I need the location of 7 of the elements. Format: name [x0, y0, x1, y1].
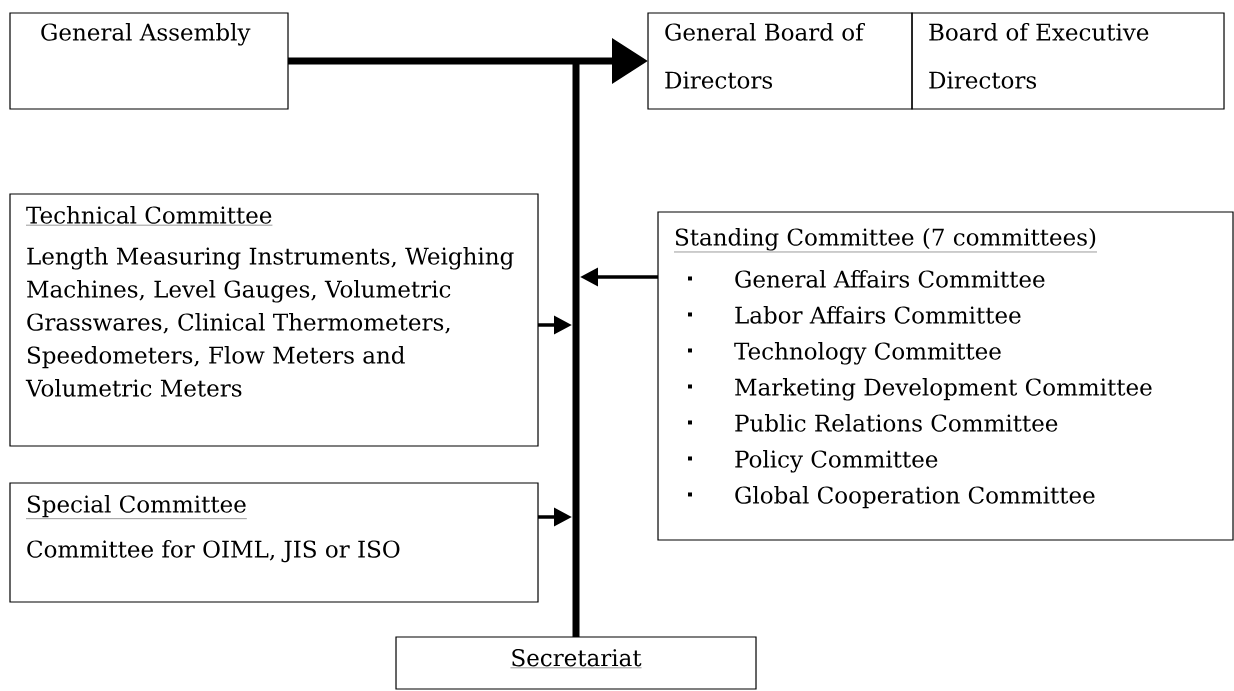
org-box: General Board of Directors [647, 12, 913, 110]
org-box: General Assembly [9, 12, 289, 110]
org-box: Special Committee Committee for OIML, JIS or ISO [9, 482, 539, 603]
org-box: Secretariat [395, 636, 757, 690]
org-box: Technical Committee Length Measuring Instruments, Weighing Machines, Level Gauges, Volumetric Grasswares, Clinical Thermometers, Speedometers, Flow Meters and Volumetric Meters [9, 193, 539, 447]
org-box: Standing Committee (7 committees) General Affairs Committee Labor Affairs Committee Technology Committee Marketing Development Committee Public Relations Committee Policy Committee Global Cooperation Committee [657, 211, 1234, 541]
org-box: Board of Executive Directors [911, 12, 1225, 110]
